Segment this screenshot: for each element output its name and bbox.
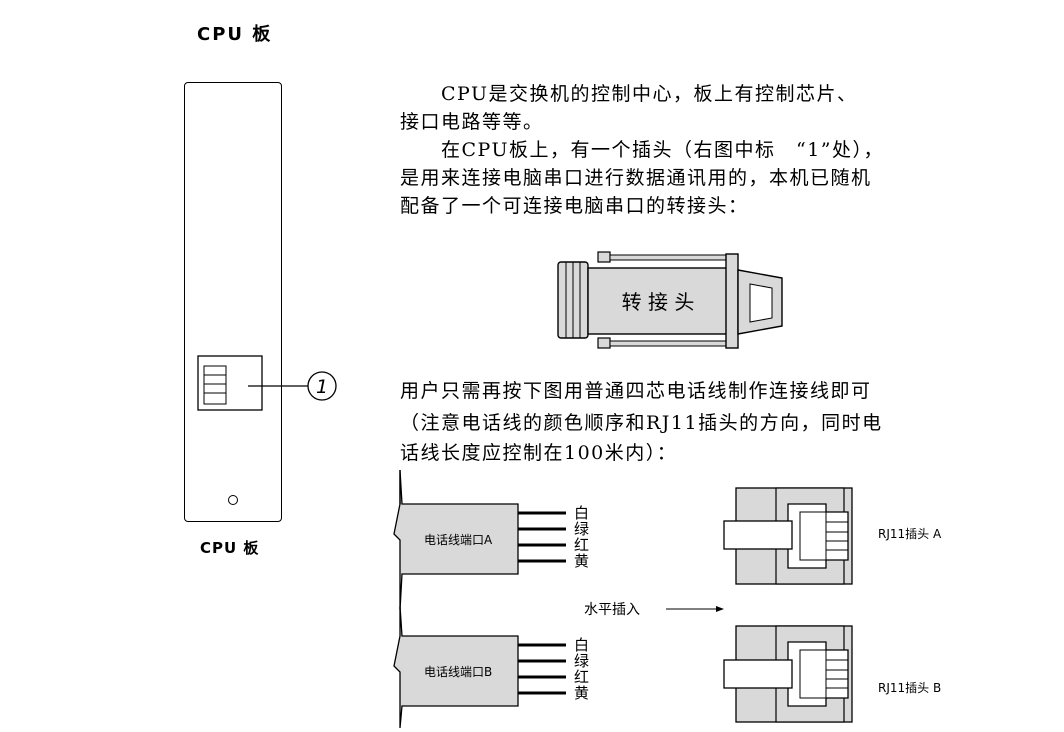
cable-a-jacket [393, 469, 519, 611]
callout-number: 1 [316, 376, 328, 398]
adapter-label: 转 接 头 [622, 290, 695, 314]
cable-b-label: 电话线端口B [424, 665, 492, 679]
intro-line-4: 是用来连接电脑串口进行数据通讯用的，本机已随机 [400, 167, 872, 189]
cable-a-wires [518, 511, 566, 563]
rj11-plug-a [723, 487, 853, 585]
instr-line-2: （注意电话线的颜色顺序和RJ11插头的方向，同时电 [400, 412, 883, 434]
cable-a-wire-4: 黄 [574, 552, 589, 570]
instr-line-1: 用户只需再按下图用普通四芯电话线制作连接线即可 [400, 380, 872, 402]
intro-line-5: 配备了一个可连接电脑串口的转接头： [400, 195, 749, 217]
intro-line-3: 在CPU板上，有一个插头（右图中标 “1”处）， [400, 139, 885, 161]
insert-label: 水平插入 [584, 602, 640, 618]
rj11-plug-b [723, 625, 853, 723]
instr-line-3: 话线长度应控制在100米内）： [400, 442, 678, 464]
board-jack [197, 355, 263, 411]
board-hole [228, 495, 238, 505]
cable-b-wire-2: 绿 [574, 652, 589, 670]
cable-b-wire-1: 白 [574, 636, 589, 654]
callout-circle [307, 371, 337, 401]
cable-b-jacket [393, 605, 519, 729]
intro-line-2: 接口电路等等。 [400, 111, 544, 133]
cable-a-label: 电话线端口A [424, 533, 493, 547]
cable-a-wire-3: 红 [574, 536, 589, 554]
cable-b-wires [518, 643, 566, 695]
page-title: CPU 板 [197, 24, 273, 45]
cpu-board [184, 82, 282, 522]
cable-a-wire-1: 白 [574, 504, 589, 522]
cable-b-wire-3: 红 [574, 668, 589, 686]
plug-a-label: RJ11插头 A [878, 527, 942, 541]
cable-b-wire-4: 黄 [574, 684, 589, 702]
plug-b-label: RJ11插头 B [878, 681, 941, 695]
intro-line-1: CPU是交换机的控制中心，板上有控制芯片、 [400, 83, 858, 105]
insert-arrow-head [716, 606, 724, 612]
board-jack-pins [203, 365, 227, 405]
cable-a-wire-2: 绿 [574, 520, 589, 538]
board-caption: CPU 板 [200, 539, 260, 557]
adapter-illustration: 转 接 头 [557, 251, 783, 349]
